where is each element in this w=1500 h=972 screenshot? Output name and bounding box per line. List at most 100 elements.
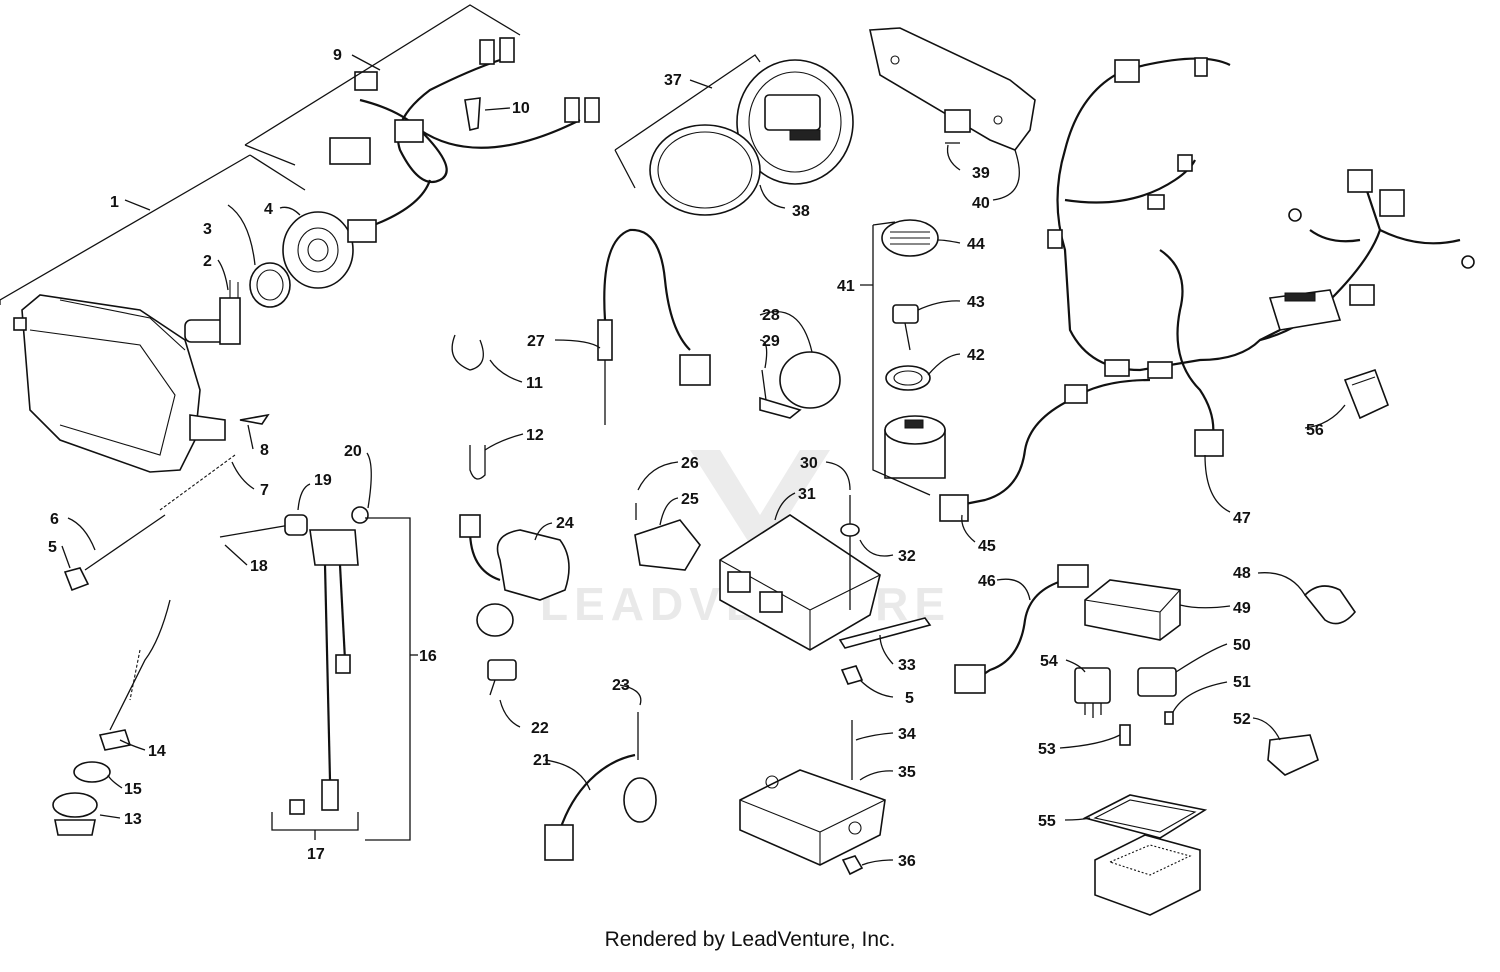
bulb-cover <box>282 211 354 289</box>
battery-cable <box>98 599 171 751</box>
callout-10: 10 <box>512 100 530 117</box>
headlight-harness <box>329 37 600 243</box>
callout-43: 43 <box>967 294 985 311</box>
wire-clip <box>469 445 486 480</box>
callout-12: 12 <box>526 427 544 444</box>
callout-45: 45 <box>978 538 996 555</box>
callout-56: 56 <box>1306 422 1324 439</box>
callout-24: 24 <box>556 515 574 532</box>
callout-54: 54 <box>1040 653 1058 670</box>
callout-41: 41 <box>837 278 855 295</box>
callout-19: 19 <box>314 472 332 489</box>
footer-credit: Rendered by LeadVenture, Inc. <box>604 928 896 951</box>
callout-49: 49 <box>1233 600 1251 617</box>
callout-18: 18 <box>250 558 268 575</box>
ignition-switch <box>884 415 946 479</box>
buzzer <box>759 351 841 419</box>
relay-large <box>1074 667 1111 718</box>
fuse-box-gasket <box>1082 794 1208 839</box>
ecu-bracket <box>838 617 932 649</box>
grommet <box>351 506 369 524</box>
callout-38: 38 <box>792 203 810 220</box>
callout-30: 30 <box>800 455 818 472</box>
speed-sensor <box>544 712 657 861</box>
callout-40: 40 <box>972 195 990 212</box>
callout-5-lower: 5 <box>905 690 914 707</box>
callout-47: 47 <box>1233 510 1251 527</box>
callout-5: 5 <box>48 539 57 556</box>
headlight-assembly <box>13 294 226 473</box>
temperature-sensor <box>597 228 711 425</box>
hose-clamp <box>451 334 484 371</box>
callout-46: 46 <box>978 573 996 590</box>
callout-32: 32 <box>898 548 916 565</box>
callout-37: 37 <box>664 72 682 89</box>
mini-fuse <box>1164 711 1174 725</box>
callout-39: 39 <box>972 165 990 182</box>
fuse-connector <box>1267 734 1319 776</box>
callout-23: 23 <box>612 677 630 694</box>
callout-26: 26 <box>681 455 699 472</box>
headlight-bulb <box>184 280 241 345</box>
gauge-bezel <box>649 124 761 216</box>
power-outlet <box>52 792 98 836</box>
ignition-cap <box>881 219 939 257</box>
callout-21: 21 <box>533 752 551 769</box>
callout-33: 33 <box>898 657 916 674</box>
callout-9: 9 <box>333 47 342 64</box>
callout-52: 52 <box>1233 711 1251 728</box>
bulb-retainer-ring <box>249 262 291 308</box>
callout-29: 29 <box>762 333 780 350</box>
callout-42: 42 <box>967 347 985 364</box>
callout-7: 7 <box>260 482 269 499</box>
callout-6: 6 <box>50 511 59 528</box>
lock-nut <box>73 761 111 783</box>
instrument-gauge <box>736 59 854 185</box>
watermark-logo <box>690 450 830 560</box>
spacer <box>284 514 308 536</box>
mounting-bolt <box>219 524 291 538</box>
speed-nut <box>63 567 90 592</box>
callout-3: 3 <box>203 221 212 238</box>
callout-36: 36 <box>898 853 916 870</box>
callout-28: 28 <box>762 307 780 324</box>
control-module <box>739 769 886 866</box>
callout-50: 50 <box>1233 637 1251 654</box>
callout-1: 1 <box>110 194 119 211</box>
pressure-sensor <box>487 659 517 696</box>
callout-15: 15 <box>124 781 142 798</box>
adapter-harness <box>954 564 1089 694</box>
callout-11: 11 <box>526 375 543 392</box>
ignition-key <box>892 304 919 351</box>
callout-13: 13 <box>124 811 142 828</box>
callout-31: 31 <box>798 486 816 503</box>
main-wiring-harness <box>939 57 1475 522</box>
relay-small <box>1137 667 1177 697</box>
leader-lines <box>0 4 1346 866</box>
callout-4: 4 <box>264 201 273 218</box>
ecu-module <box>719 514 881 651</box>
callout-16: 16 <box>419 648 437 665</box>
connector-plug <box>1303 585 1357 625</box>
fuse-box-cover <box>1084 579 1181 641</box>
module-nut <box>841 855 864 876</box>
callout-17: 17 <box>307 846 325 863</box>
callout-22: 22 <box>531 720 549 737</box>
callout-14: 14 <box>148 743 166 760</box>
callout-20: 20 <box>344 443 362 460</box>
switch-bracket <box>869 27 1036 151</box>
ecu-washer <box>840 523 860 537</box>
ignition-nut <box>885 365 931 391</box>
idle-air-actuator <box>459 514 570 637</box>
position-sensor <box>634 503 701 571</box>
blade-fuse <box>1119 724 1131 746</box>
callout-34: 34 <box>898 726 916 743</box>
callout-8: 8 <box>260 442 269 459</box>
callout-labels: 1 2 3 4 5 6 7 8 9 10 11 12 13 14 15 16 1… <box>48 47 1324 870</box>
callout-48: 48 <box>1233 565 1251 582</box>
switch-assembly <box>289 529 359 815</box>
rocker-switch <box>1343 368 1390 420</box>
callout-51: 51 <box>1233 674 1251 691</box>
